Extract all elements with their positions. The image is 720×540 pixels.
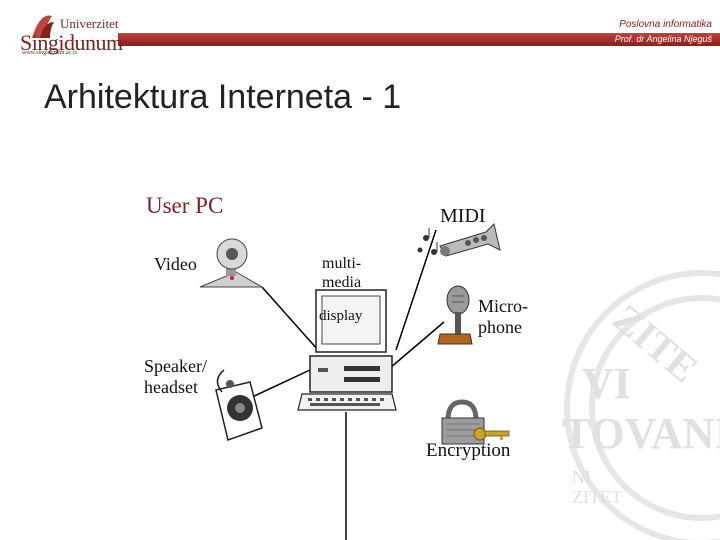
midi-label: MIDI: [440, 205, 486, 227]
connection-lines: [249, 229, 445, 540]
svg-text:ZITET: ZITET: [572, 487, 622, 507]
microphone-label: Micro- phone: [478, 296, 558, 338]
svg-text:NI: NI: [572, 467, 591, 487]
microphone-label-line2: phone: [478, 317, 522, 337]
slide-title: Arhitektura Interneta - 1: [44, 78, 402, 116]
line-midi: [395, 229, 437, 351]
music-notes-icon: [417, 228, 438, 255]
midi-trumpet-icon: [439, 223, 501, 257]
university-logo: Univerzitet Singidunum www.singidunum.ac…: [8, 6, 123, 56]
course-author: Prof. dr Angelina Njeguš: [614, 34, 712, 44]
course-title: Poslovna informatika: [619, 19, 712, 30]
logo-emblem-icon: [32, 15, 54, 38]
speaker-label: Speaker/ headset: [144, 356, 244, 398]
logo-main-word: Singidunum: [20, 30, 123, 55]
keyboard-icon: [297, 393, 397, 411]
webcam-icon: [199, 238, 264, 288]
user-pc-label: User PC: [146, 193, 224, 218]
speaker-label-line2: headset: [144, 377, 198, 397]
key-icon: [473, 427, 510, 441]
microphone-icon: [437, 285, 473, 345]
svg-text:TOVANI: TOVANI: [562, 409, 720, 458]
multimedia-label-line1: multi-: [322, 255, 362, 272]
display-label: display: [319, 308, 363, 324]
speaker-headset-icon: [215, 369, 263, 441]
encryption-label: Encryption: [426, 440, 511, 461]
header-bar: [118, 33, 720, 46]
logo-url: www.singidunum.ac.rs: [22, 50, 78, 56]
speaker-label-line1: Speaker/: [144, 356, 207, 376]
multimedia-label: multi- media: [322, 254, 392, 292]
multimedia-label-line2: media: [322, 274, 362, 291]
line-video: [261, 286, 319, 351]
computer-icon: [309, 289, 393, 393]
logo-top-word: Univerzitet: [60, 16, 119, 31]
video-label: Video: [154, 254, 197, 274]
watermark-seal-icon: VI TOVANI NI ZITET ZITE: [562, 270, 720, 540]
svg-text:VI: VI: [582, 359, 631, 408]
line-microphone: [389, 321, 445, 369]
microphone-label-line1: Micro-: [478, 296, 528, 316]
line-speaker: [249, 369, 311, 399]
